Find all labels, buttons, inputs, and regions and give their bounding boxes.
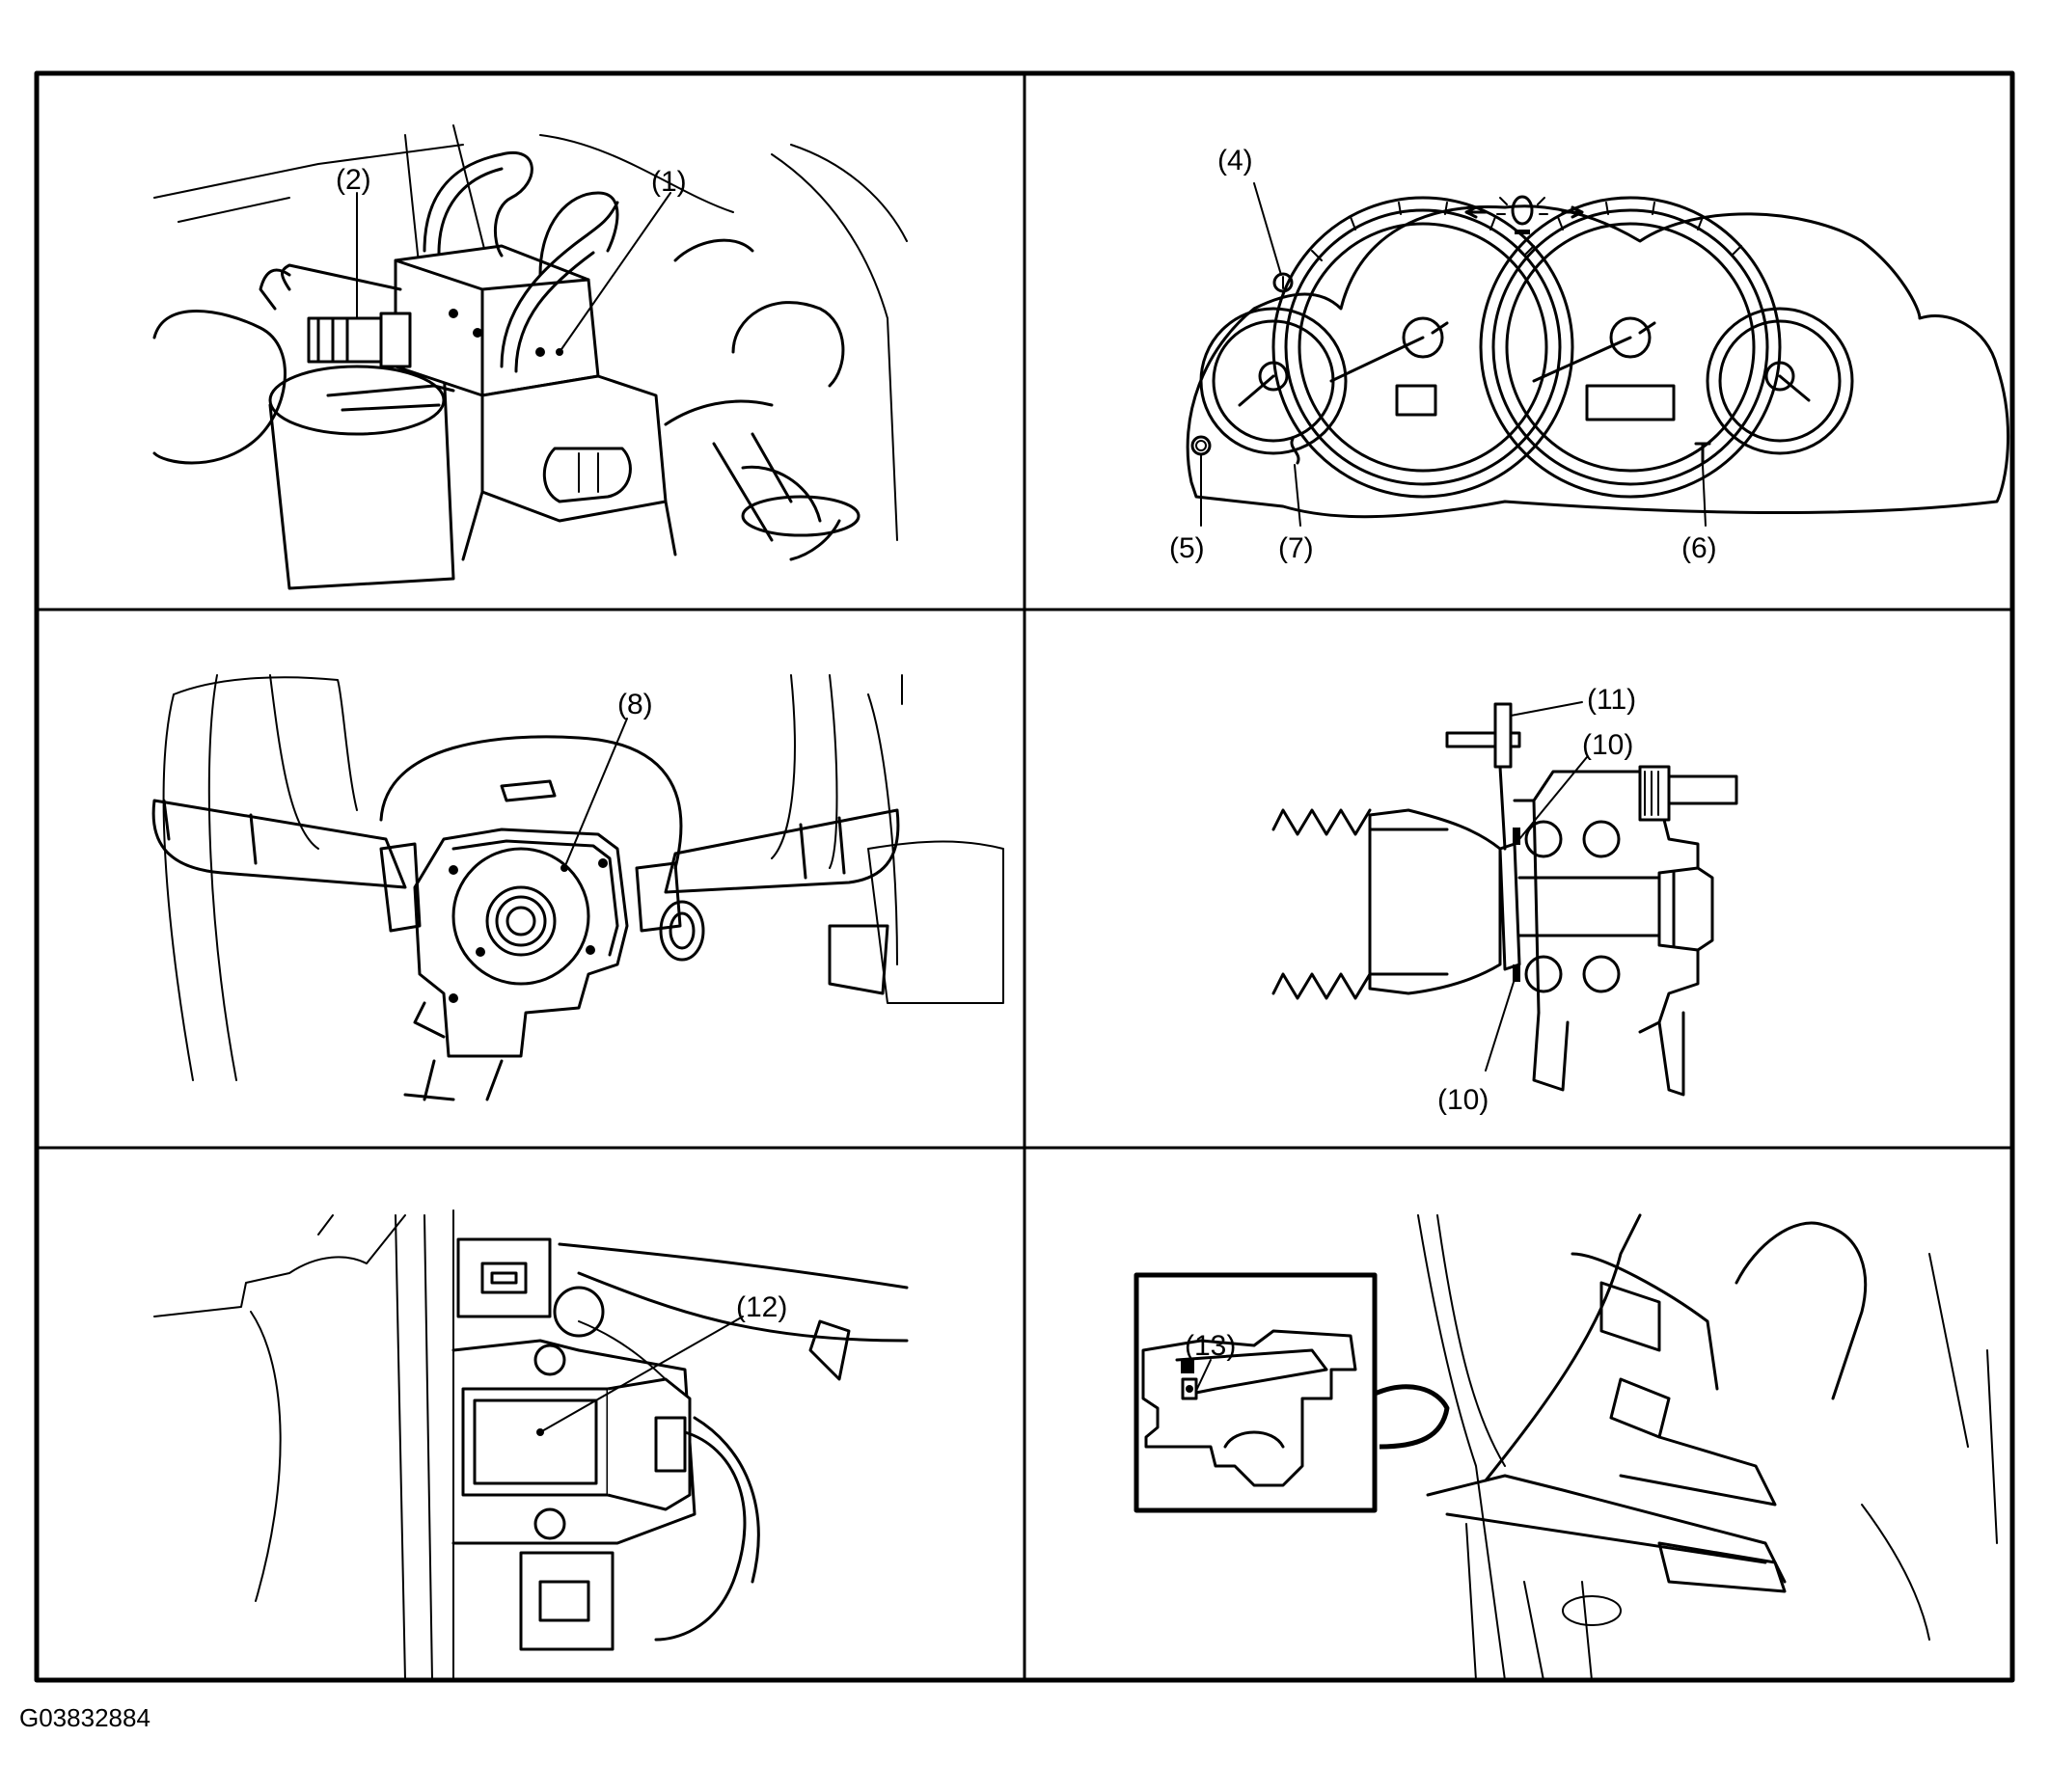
leader-13 <box>1195 1359 1212 1392</box>
callout-1: (1) <box>651 166 687 198</box>
callout-12: (12) <box>736 1291 787 1323</box>
panel-under-dash-unit: (12) <box>153 1209 909 1681</box>
leader-10-top <box>1518 756 1588 840</box>
panel-combination-meter: (4) (5) (7) (6) <box>1169 145 2009 564</box>
leader-6 <box>1702 464 1707 527</box>
leader-12 <box>539 1316 744 1433</box>
under-dash-illustration <box>153 1209 909 1681</box>
leader-4 <box>1253 182 1282 276</box>
wheel-hub-illustration <box>1271 702 1738 1097</box>
callout-5: (5) <box>1169 532 1205 564</box>
abs-unit-illustration <box>152 124 908 590</box>
callout-10-bottom: (10) <box>1437 1084 1489 1116</box>
panel-footwell-detail: (13) <box>1134 1213 1998 1681</box>
leader-7 <box>1294 464 1301 527</box>
callout-10-top: (10) <box>1582 729 1633 761</box>
callout-2: (2) <box>336 164 371 196</box>
callout-8: (8) <box>617 689 653 720</box>
panel-grid <box>34 70 2015 1683</box>
figure-id: G03832884 <box>19 1703 150 1732</box>
callout-4: (4) <box>1217 145 1253 176</box>
panel-steering-column: (8) <box>151 674 1004 1101</box>
callout-7: (7) <box>1278 532 1314 564</box>
callout-11: (11) <box>1587 684 1636 716</box>
steering-column-illustration <box>151 674 1004 1101</box>
combination-meter-illustration <box>1186 195 2009 519</box>
leader-11 <box>1510 701 1583 717</box>
callout-13: (13) <box>1185 1330 1236 1362</box>
panel-wheel-hub-sensor: (11) (10) (10) <box>1271 684 1738 1116</box>
panel-abs-control-unit: (1) (2) <box>152 124 908 590</box>
leader-8 <box>563 718 628 869</box>
leader-10-bottom <box>1485 978 1516 1072</box>
footwell-illustration <box>1134 1213 1998 1681</box>
leader-1 <box>559 192 671 353</box>
callout-6: (6) <box>1681 532 1717 564</box>
